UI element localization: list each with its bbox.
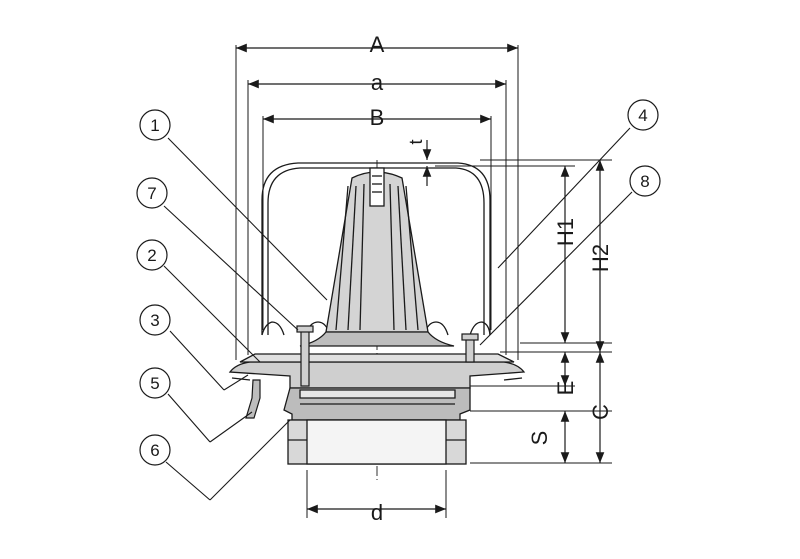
callouts: 1 7 2 3 5 6 4 8 — [136, 99, 661, 466]
leader-lines — [163, 127, 633, 501]
dim-label-B: B — [370, 105, 385, 130]
bolt-left — [300, 329, 310, 387]
dim-label-A: A — [370, 32, 385, 57]
dimension-lines — [236, 43, 605, 514]
svg-text:5: 5 — [150, 374, 159, 393]
callout-4: 4 — [627, 99, 659, 131]
svg-text:3: 3 — [150, 311, 159, 330]
dim-label-a: a — [371, 70, 384, 95]
dim-label-E: E — [553, 381, 578, 396]
callout-8: 8 — [629, 165, 661, 197]
callout-1: 1 — [139, 109, 171, 141]
svg-text:6: 6 — [150, 441, 159, 460]
dim-label-S: S — [527, 431, 552, 446]
svg-text:2: 2 — [147, 246, 156, 265]
heater-connection — [245, 379, 261, 419]
svg-text:1: 1 — [150, 116, 159, 135]
clamping-flange — [228, 353, 526, 389]
dim-label-d: d — [371, 500, 383, 525]
callout-5: 5 — [139, 367, 171, 399]
callout-3: 3 — [139, 304, 171, 336]
svg-text:4: 4 — [638, 106, 647, 125]
drain-body — [283, 387, 471, 421]
dim-label-t: t — [406, 139, 426, 144]
dim-label-H1: H1 — [553, 218, 578, 246]
svg-text:8: 8 — [640, 172, 649, 191]
callout-7: 7 — [136, 177, 168, 209]
dim-label-H2: H2 — [588, 244, 613, 272]
callout-6: 6 — [139, 434, 171, 466]
bolts — [296, 325, 479, 387]
dimension-labels: A a B t H1 H2 E C S d — [370, 32, 613, 525]
bolt-right — [465, 337, 475, 363]
gravel-guard-cone — [299, 167, 455, 347]
dim-label-C: C — [588, 404, 613, 420]
svg-text:7: 7 — [147, 184, 156, 203]
callout-2: 2 — [136, 239, 168, 271]
outlet-pipe — [287, 419, 467, 465]
